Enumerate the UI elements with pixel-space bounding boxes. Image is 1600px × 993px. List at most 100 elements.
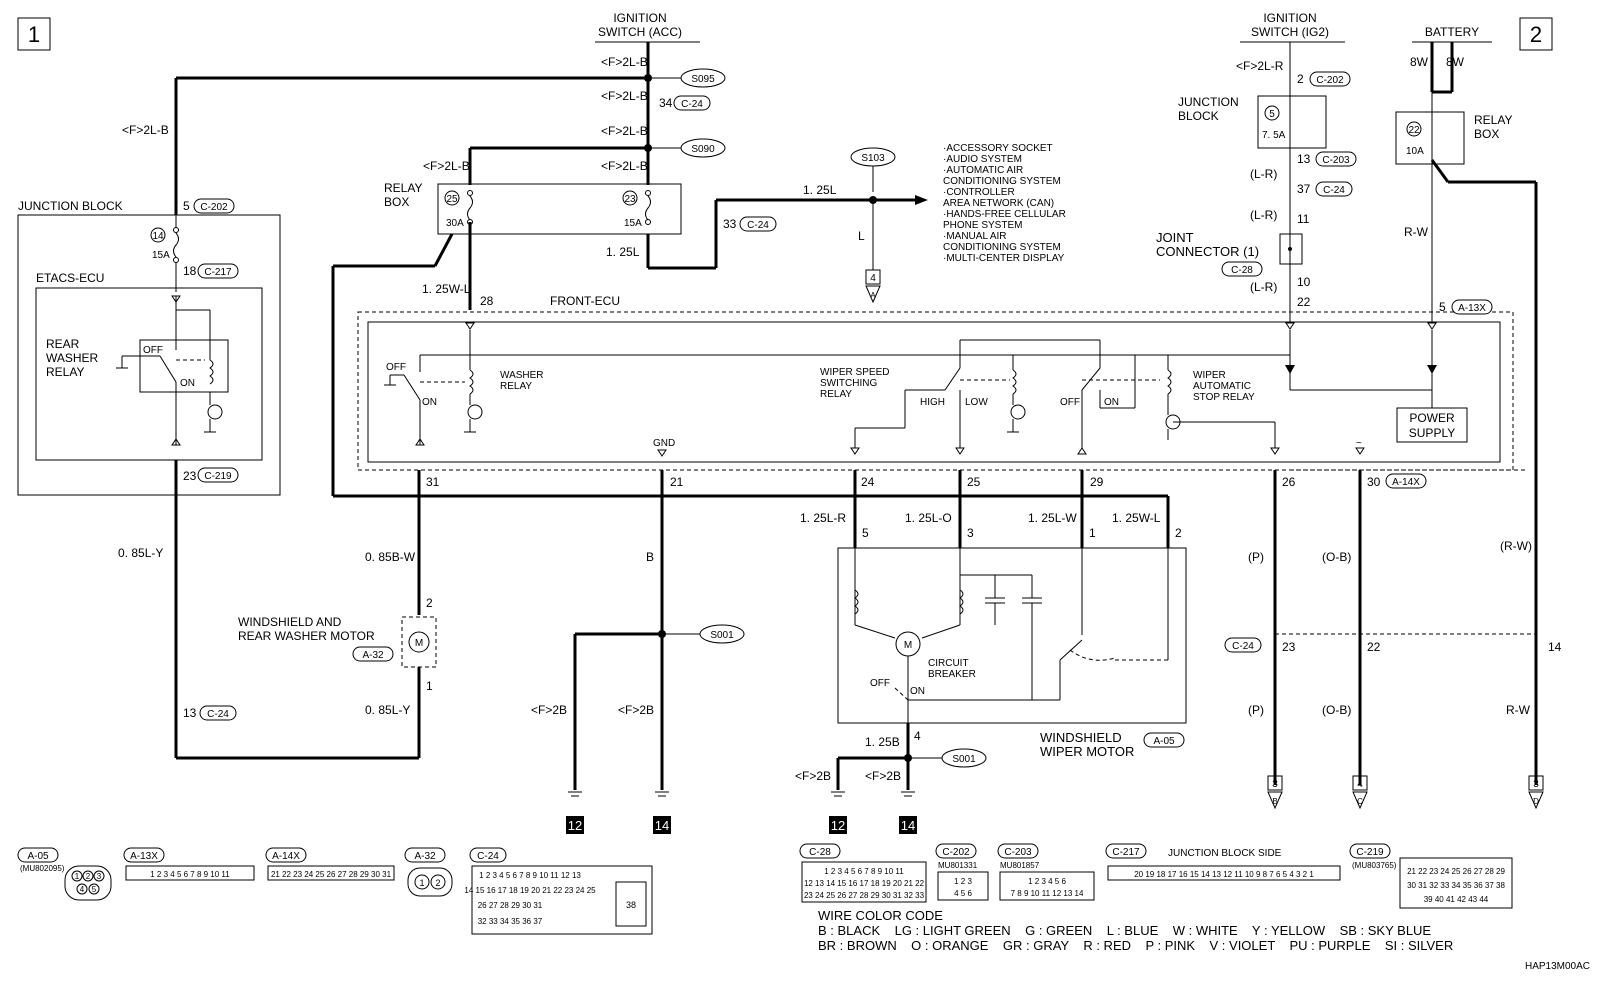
svg-text:BOX: BOX [1474, 127, 1499, 141]
ground-wire-21: B S001 <F>2B <F>2B 12 14 [531, 470, 745, 834]
svg-text:1: 1 [75, 872, 80, 881]
svg-text:ON: ON [180, 378, 195, 389]
svg-text:(MU802095): (MU802095) [20, 864, 65, 873]
svg-text:2: 2 [1530, 22, 1542, 47]
wiper-feed-wire: 1. 25W-L 28 [331, 222, 1170, 548]
wiper-motor-wires: 1. 25L-R 1. 25L-O 1. 25L-W 1. 25W-L 5 3 … [800, 470, 1182, 548]
svg-text:HIGH: HIGH [920, 397, 945, 408]
svg-text:JUNCTION BLOCK SIDE: JUNCTION BLOCK SIDE [1168, 848, 1282, 859]
svg-text:IGNITION: IGNITION [1263, 11, 1316, 25]
svg-text:C-203: C-203 [1004, 847, 1032, 858]
svg-text:A-32: A-32 [362, 650, 384, 661]
svg-text:·ACCESSORY SOCKET: ·ACCESSORY SOCKET [943, 143, 1053, 154]
svg-text:A-32: A-32 [414, 851, 436, 862]
svg-text:LOW: LOW [965, 397, 988, 408]
svg-text:25: 25 [446, 194, 458, 205]
svg-text:R-W: R-W [1506, 703, 1531, 717]
svg-text:SUPPLY: SUPPLY [1409, 426, 1455, 440]
svg-text:3: 3 [97, 872, 102, 881]
svg-text:C-28: C-28 [1231, 265, 1253, 276]
svg-text:BOX: BOX [384, 195, 409, 209]
svg-text:1 2 3 4 5 6 7 8 9 10 11 12 13: 1 2 3 4 5 6 7 8 9 10 11 12 13 [479, 871, 581, 880]
svg-text:37: 37 [1297, 182, 1311, 196]
svg-text:CONDITIONING SYSTEM: CONDITIONING SYSTEM [943, 242, 1061, 253]
svg-text:A-05: A-05 [27, 851, 49, 862]
svg-text:1 2 3: 1 2 3 [954, 877, 972, 886]
svg-text:M: M [904, 640, 912, 651]
svg-text:<F>2L-R: <F>2L-R [1236, 59, 1284, 73]
svg-text:1: 1 [419, 878, 424, 888]
svg-text:OFF: OFF [386, 362, 406, 373]
svg-text:<F>2L-B: <F>2L-B [601, 89, 648, 103]
svg-text:WINDSHIELD: WINDSHIELD [1040, 730, 1122, 745]
svg-text:23 24 25 26 27 28 29 30 31 32: 23 24 25 26 27 28 29 30 31 32 33 [804, 891, 925, 900]
svg-text:22: 22 [1367, 640, 1381, 654]
svg-text:C-217: C-217 [1112, 847, 1140, 858]
svg-text:·AUDIO SYSTEM: ·AUDIO SYSTEM [943, 154, 1022, 165]
svg-text:BR : BROWN O : ORANGE GR: BR : BROWN O : ORANGE GR : GRAY R : RED … [818, 938, 1453, 953]
svg-text:8W: 8W [1446, 55, 1465, 69]
etacs-output-wire: 23 C-219 0. 85L-Y 13 C-24 0. 85L-Y 1 [118, 460, 433, 760]
connector-view-c202: C-202 MU801331 1 2 3 4 5 6 [935, 843, 989, 901]
page-marker-right: 2 [1519, 17, 1553, 51]
svg-text:<F>2L-B: <F>2L-B [423, 159, 470, 173]
svg-text:RELAY: RELAY [46, 365, 84, 379]
svg-text:(O-B): (O-B) [1322, 703, 1351, 717]
svg-text:2: 2 [1297, 72, 1304, 86]
svg-text:0. 85L-Y: 0. 85L-Y [365, 703, 410, 717]
svg-text:39 40 41 42 43 44: 39 40 41 42 43 44 [1424, 895, 1489, 904]
svg-text:REAR WASHER MOTOR: REAR WASHER MOTOR [238, 629, 375, 643]
svg-text:1. 25L-R: 1. 25L-R [800, 511, 846, 525]
svg-text:POWER: POWER [1409, 411, 1455, 425]
svg-text:C-24: C-24 [681, 99, 703, 110]
svg-text:18: 18 [183, 264, 197, 278]
svg-text:·MANUAL AIR: ·MANUAL AIR [943, 231, 1007, 242]
svg-text:21 22 23 24 25 26 27 28 29 30: 21 22 23 24 25 26 27 28 29 30 31 [271, 870, 392, 879]
svg-text:·HANDS-FREE CELLULAR: ·HANDS-FREE CELLULAR [943, 209, 1066, 220]
svg-text:·CONTROLLER: ·CONTROLLER [943, 187, 1015, 198]
connector-view-a14x: A-14X 21 22 23 24 25 26 27 28 29 30 31 [265, 847, 395, 881]
svg-text:S001: S001 [710, 630, 734, 641]
svg-text:14: 14 [655, 818, 669, 833]
svg-text:<F>2B: <F>2B [865, 769, 901, 783]
svg-text:<F>2L-B: <F>2L-B [122, 123, 169, 137]
svg-text:1. 25W-L: 1. 25W-L [422, 282, 471, 296]
svg-text:22: 22 [1408, 125, 1420, 136]
svg-text:WIPER SPEED: WIPER SPEED [820, 367, 889, 378]
splice-s090: S090 [652, 138, 726, 158]
connector-view-c219: C-219 (MU803765) 21 22 23 24 25 26 27 28… [1349, 843, 1513, 909]
svg-text:11: 11 [1297, 212, 1310, 226]
svg-text:B : BLACK LG : LIGHT GREEN: B : BLACK LG : LIGHT GREEN G : GREEN L :… [818, 923, 1431, 938]
svg-text:BLOCK: BLOCK [1178, 109, 1219, 123]
svg-text:5: 5 [1439, 300, 1446, 314]
connector-view-c203: C-203 MU801857 1 2 3 4 5 6 7 8 9 10 11 1… [997, 843, 1095, 901]
svg-text:C: C [1357, 797, 1363, 806]
svg-text:12: 12 [831, 818, 845, 833]
ig2-trunk: <F>2L-R 2 C-202 JUNCTION BLOCK 5 7. 5A 1… [1156, 42, 1357, 322]
svg-text:38: 38 [626, 900, 636, 910]
svg-text:1: 1 [28, 22, 40, 47]
etacs-ecu: ETACS-ECU REAR WASHER RELAY OFF ON [35, 271, 263, 461]
svg-text:4 5 6: 4 5 6 [954, 889, 972, 898]
svg-text:<F>2B: <F>2B [531, 703, 567, 717]
ignition-switch-acc: IGNITION SWITCH (ACC) [595, 11, 700, 43]
svg-text:22: 22 [1297, 295, 1311, 309]
svg-text:30 31 32 33 34 35 36 37 38: 30 31 32 33 34 35 36 37 38 [1407, 881, 1505, 890]
svg-text:D: D [1533, 797, 1539, 806]
svg-text:AREA NETWORK (CAN): AREA NETWORK (CAN) [943, 198, 1054, 209]
svg-text:C-24: C-24 [477, 851, 499, 862]
svg-text:21: 21 [670, 475, 684, 489]
svg-text:C-219: C-219 [204, 471, 232, 482]
svg-text:10: 10 [1297, 275, 1311, 289]
svg-text:OFF: OFF [143, 345, 163, 356]
svg-text:CONNECTOR (1): CONNECTOR (1) [1156, 244, 1259, 259]
svg-text:C-203: C-203 [1322, 155, 1350, 166]
svg-text:12 13 14 15 16 17 18 19 20 21: 12 13 14 15 16 17 18 19 20 21 22 [804, 879, 925, 888]
connector-view-c28: C-28 1 2 3 4 5 6 7 8 9 10 11 12 13 14 15… [799, 843, 927, 903]
front-ecu: FRONT-ECU OFF ON WASHER RELAY GND WIPER … [357, 294, 1514, 471]
svg-text:SWITCH (IG2): SWITCH (IG2) [1251, 25, 1329, 39]
svg-text:M: M [415, 638, 423, 649]
svg-text:14: 14 [901, 818, 915, 833]
junction-block-left: JUNCTION BLOCK 5 C-202 14 15A 18 C-217 [17, 198, 281, 496]
ecu-pins: 31 21 24 25 29 26 30 A-14X [426, 469, 1525, 489]
